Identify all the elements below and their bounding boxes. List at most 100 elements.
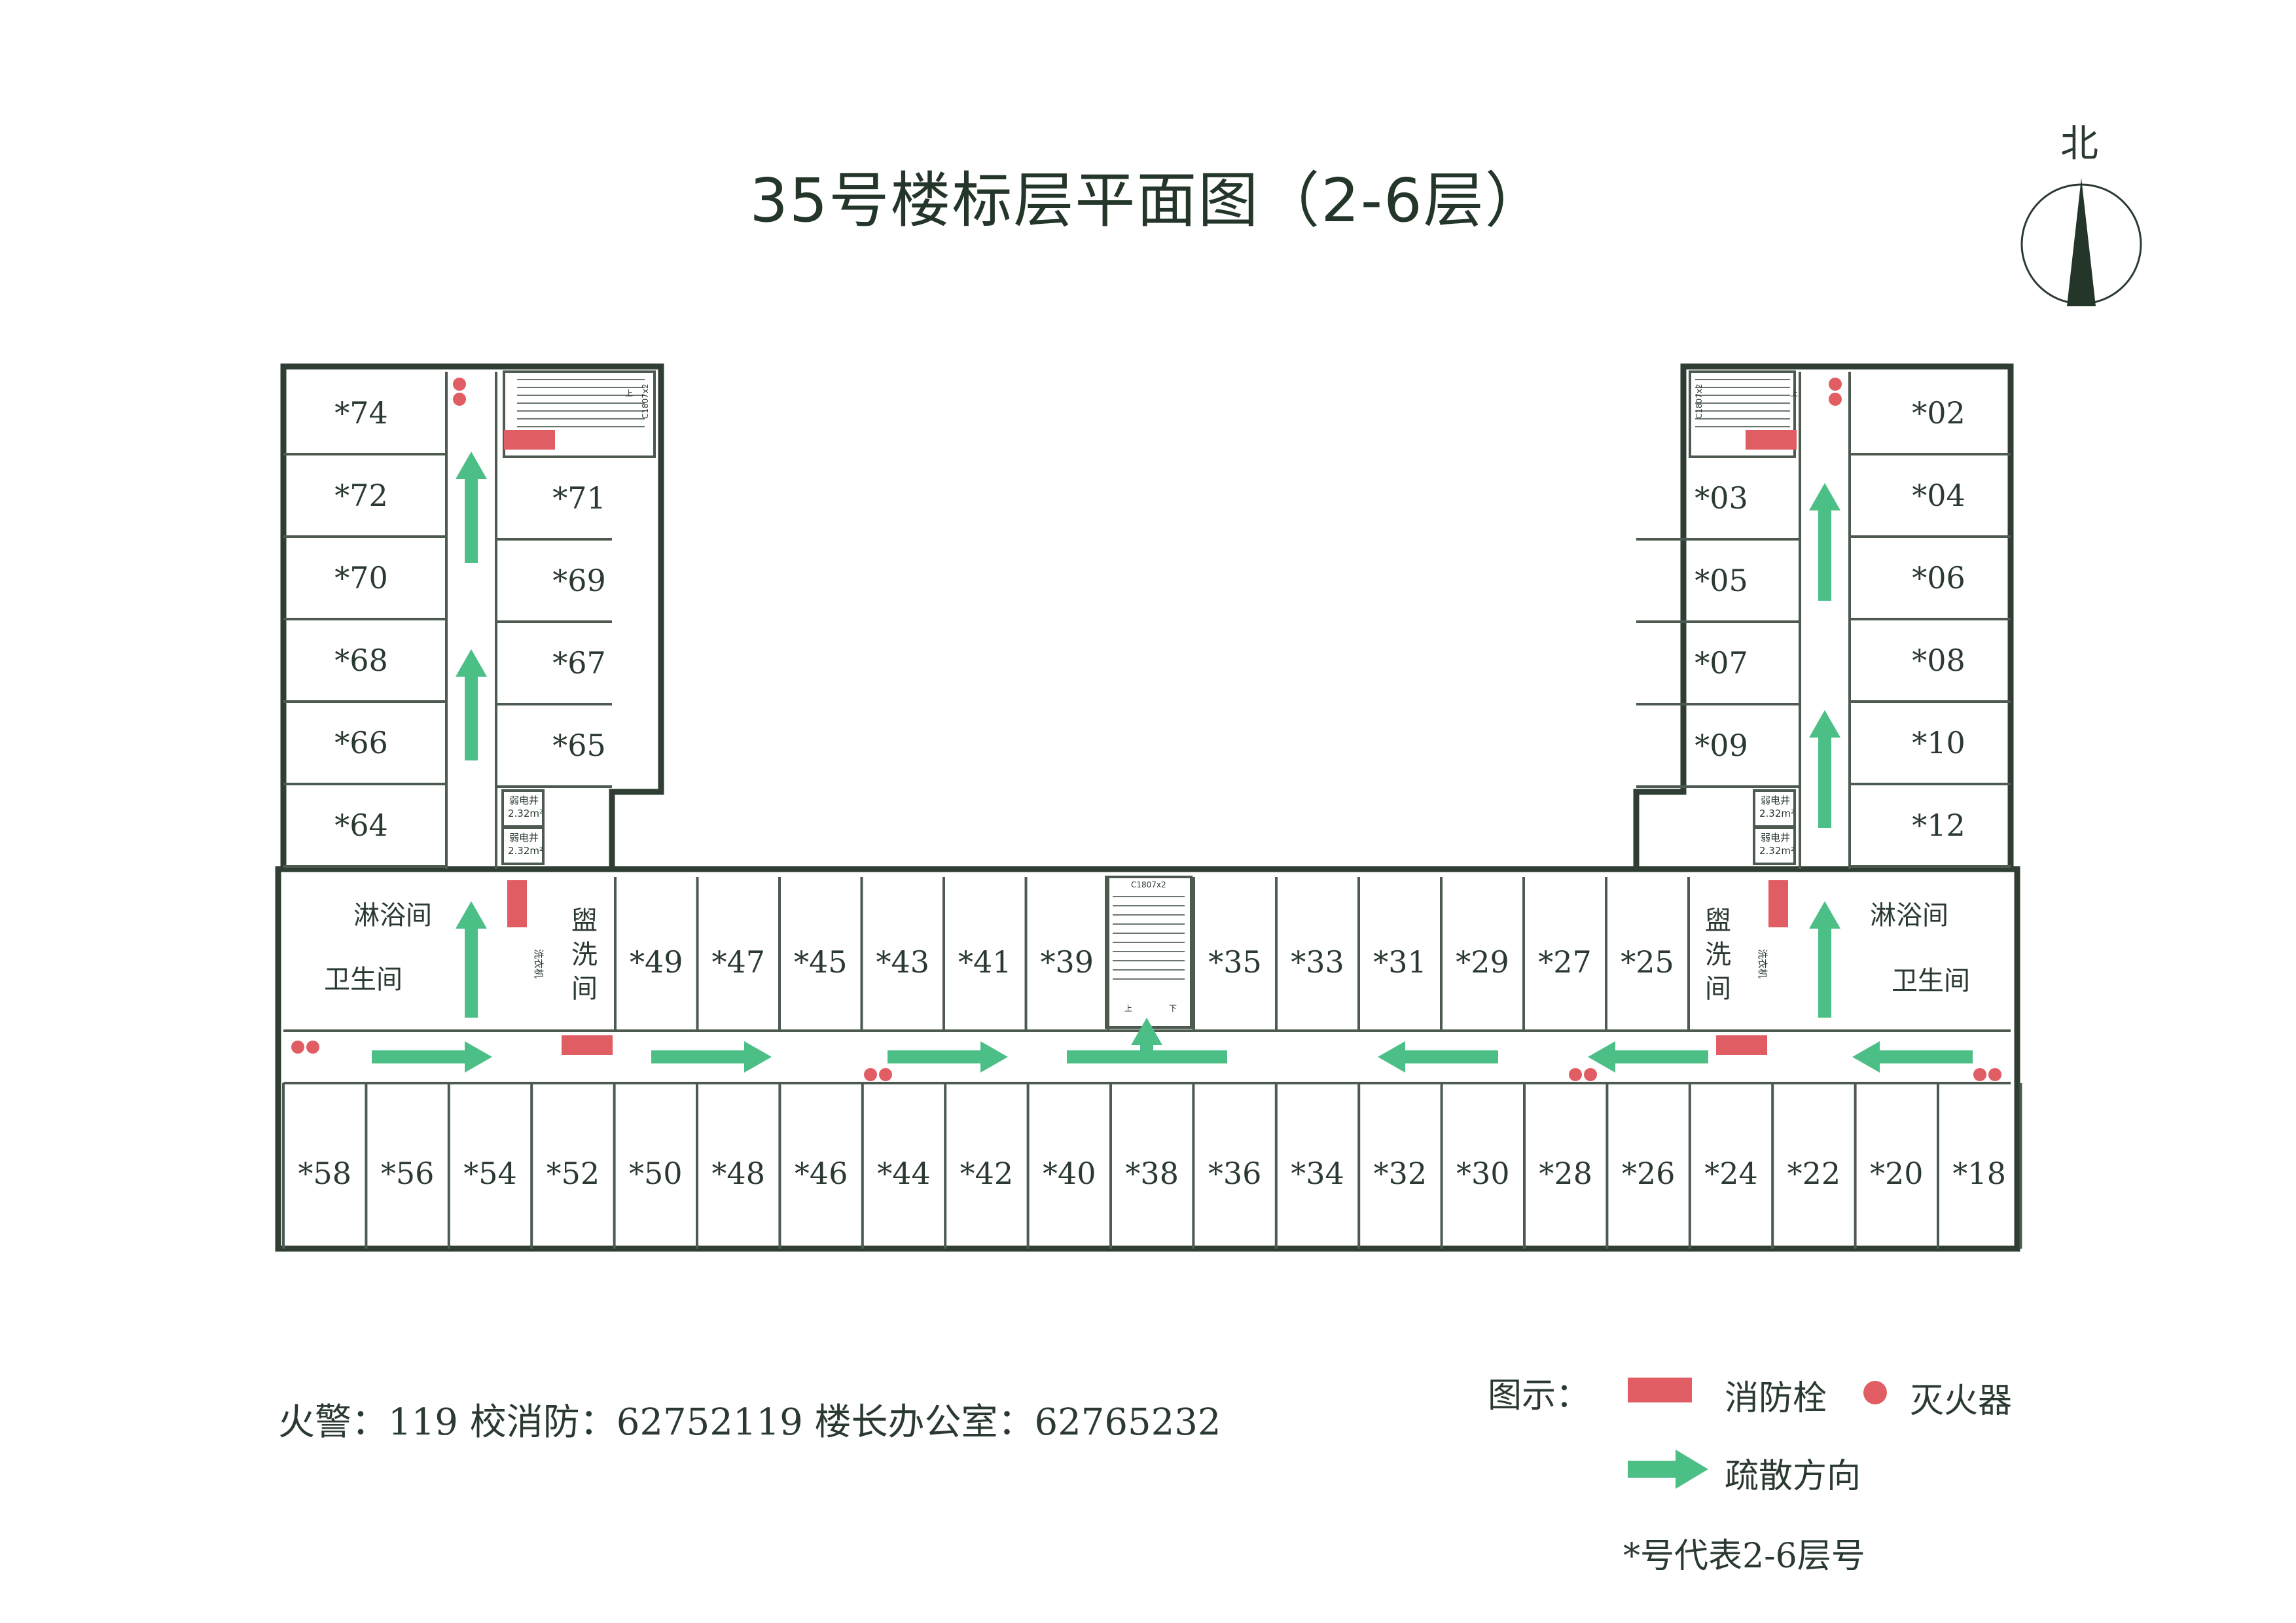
stair-code: C1807x2 — [1131, 880, 1166, 889]
room-label: *33 — [1291, 944, 1344, 980]
room-label: *02 — [1912, 395, 1965, 431]
evacuation-arrow-icon — [651, 1041, 772, 1073]
legend-arrow-icon — [1628, 1450, 1708, 1489]
washer-label: 洗衣机 — [533, 949, 545, 978]
extinguisher-icon — [864, 1068, 877, 1081]
room-label: *29 — [1456, 944, 1509, 980]
room-label: *47 — [711, 944, 765, 980]
fire-hydrants — [504, 430, 1797, 1055]
north-compass-icon — [2020, 178, 2142, 306]
room-label: *67 — [552, 645, 606, 681]
room-label: *24 — [1704, 1156, 1758, 1191]
extinguisher-icon — [453, 378, 466, 391]
washroom-right-char-1: 盥 — [1705, 906, 1731, 936]
room-label: *12 — [1912, 808, 1965, 843]
fire-extinguishers — [291, 378, 2001, 1081]
room-label: *20 — [1870, 1156, 1924, 1191]
room-label: *26 — [1622, 1156, 1676, 1191]
room-label: *28 — [1539, 1156, 1592, 1191]
room-label: *58 — [298, 1156, 351, 1191]
outer-walls — [275, 363, 2020, 1252]
room-label: *08 — [1912, 643, 1965, 678]
room-label: *70 — [334, 560, 388, 596]
evacuation-arrow-icon — [456, 649, 487, 760]
shaft-area: 2.32m² — [1759, 808, 1795, 819]
extinguisher-icon — [453, 393, 466, 406]
room-label: *32 — [1374, 1156, 1427, 1191]
room-label: *43 — [876, 944, 929, 980]
toilet-right-label: 卫生间 — [1892, 966, 1970, 996]
legend-evacuation-label: 疏散方向 — [1725, 1457, 1861, 1496]
room-label: *45 — [794, 944, 848, 980]
room-label: *42 — [960, 1156, 1014, 1191]
evacuation-arrow-icon — [456, 452, 487, 563]
washroom-right-char-2: 洗 — [1705, 940, 1731, 970]
shaft-label: 弱电井 — [1761, 794, 1790, 806]
room-label: *54 — [463, 1156, 517, 1191]
legend-extinguisher-label: 灭火器 — [1910, 1382, 2013, 1421]
room-label: *69 — [552, 563, 606, 598]
fire-hydrant-icon — [1746, 430, 1797, 450]
evacuation-arrow-icon — [456, 901, 487, 1018]
room-label: *25 — [1621, 944, 1674, 980]
legend-extinguisher-icon — [1863, 1381, 1887, 1404]
extinguisher-icon — [1988, 1068, 2001, 1081]
stair-up-label: 上 — [1790, 389, 1798, 398]
shaft-area: 2.32m² — [1759, 845, 1795, 857]
extinguisher-icon — [1829, 378, 1842, 391]
room-label: *49 — [630, 944, 683, 980]
room-label: *72 — [334, 478, 388, 513]
room-label: *66 — [334, 725, 388, 760]
shaft-area: 2.32m² — [508, 845, 543, 857]
room-label: *50 — [629, 1156, 683, 1191]
stair-code: C1807x2 — [641, 383, 650, 419]
extinguisher-icon — [1973, 1068, 1986, 1081]
evacuation-arrow-icon — [1131, 1018, 1162, 1063]
room-label: *46 — [795, 1156, 848, 1191]
washer-label: 洗衣机 — [1757, 949, 1768, 978]
north-label: 北 — [2060, 121, 2099, 166]
fire-hydrant-icon — [507, 880, 527, 927]
shaft-area: 2.32m² — [508, 808, 543, 819]
evacuation-arrow-icon — [1809, 901, 1840, 1018]
washroom-left-char-1: 盥 — [571, 906, 598, 936]
room-label: *30 — [1456, 1156, 1510, 1191]
room-label: *35 — [1208, 944, 1262, 980]
room-label: *68 — [334, 643, 388, 678]
page-title: 35号楼标层平面图（2-6层） — [749, 166, 1547, 236]
room-label: *06 — [1912, 560, 1965, 596]
room-label: *27 — [1538, 944, 1592, 980]
room-label: *36 — [1208, 1156, 1262, 1191]
evacuation-arrow-icon — [372, 1041, 492, 1073]
room-label: *31 — [1373, 944, 1427, 980]
toilet-left-label: 卫生间 — [324, 965, 403, 995]
evacuation-arrow-icon — [1852, 1041, 1973, 1073]
room-label: *41 — [958, 944, 1012, 980]
room-label: *10 — [1912, 725, 1965, 760]
room-label: *09 — [1695, 728, 1748, 763]
shower-room-left-label: 淋浴间 — [353, 901, 432, 931]
legend-header: 图示： — [1488, 1376, 1590, 1416]
room-label: *04 — [1912, 478, 1965, 513]
shaft-label: 弱电井 — [509, 832, 539, 844]
fire-hydrant-icon — [1716, 1035, 1767, 1055]
room-label: *40 — [1043, 1156, 1096, 1191]
evacuation-arrow-icon — [1588, 1041, 1708, 1073]
stair-code: C1807x2 — [1695, 383, 1704, 419]
room-label: *71 — [552, 480, 606, 516]
room-labels: *74*72*70*68*66*64*71*69*67*65*03*05*07*… — [298, 395, 2006, 1191]
legend-note: *号代表2-6层号 — [1623, 1537, 1865, 1576]
evacuation-arrow-icon — [1809, 710, 1840, 828]
room-label: *52 — [547, 1156, 600, 1191]
stair-down-label: 下 — [1169, 1004, 1177, 1013]
stair-up-label: 上 — [625, 389, 633, 398]
evacuation-arrow-icon — [888, 1041, 1008, 1073]
room-label: *18 — [1952, 1156, 2006, 1191]
room-label: *44 — [877, 1156, 931, 1191]
room-label: *38 — [1125, 1156, 1179, 1191]
room-label: *64 — [334, 808, 388, 843]
stair-steps — [517, 379, 1790, 980]
shaft-label: 弱电井 — [1761, 832, 1790, 844]
extinguisher-icon — [1569, 1068, 1582, 1081]
